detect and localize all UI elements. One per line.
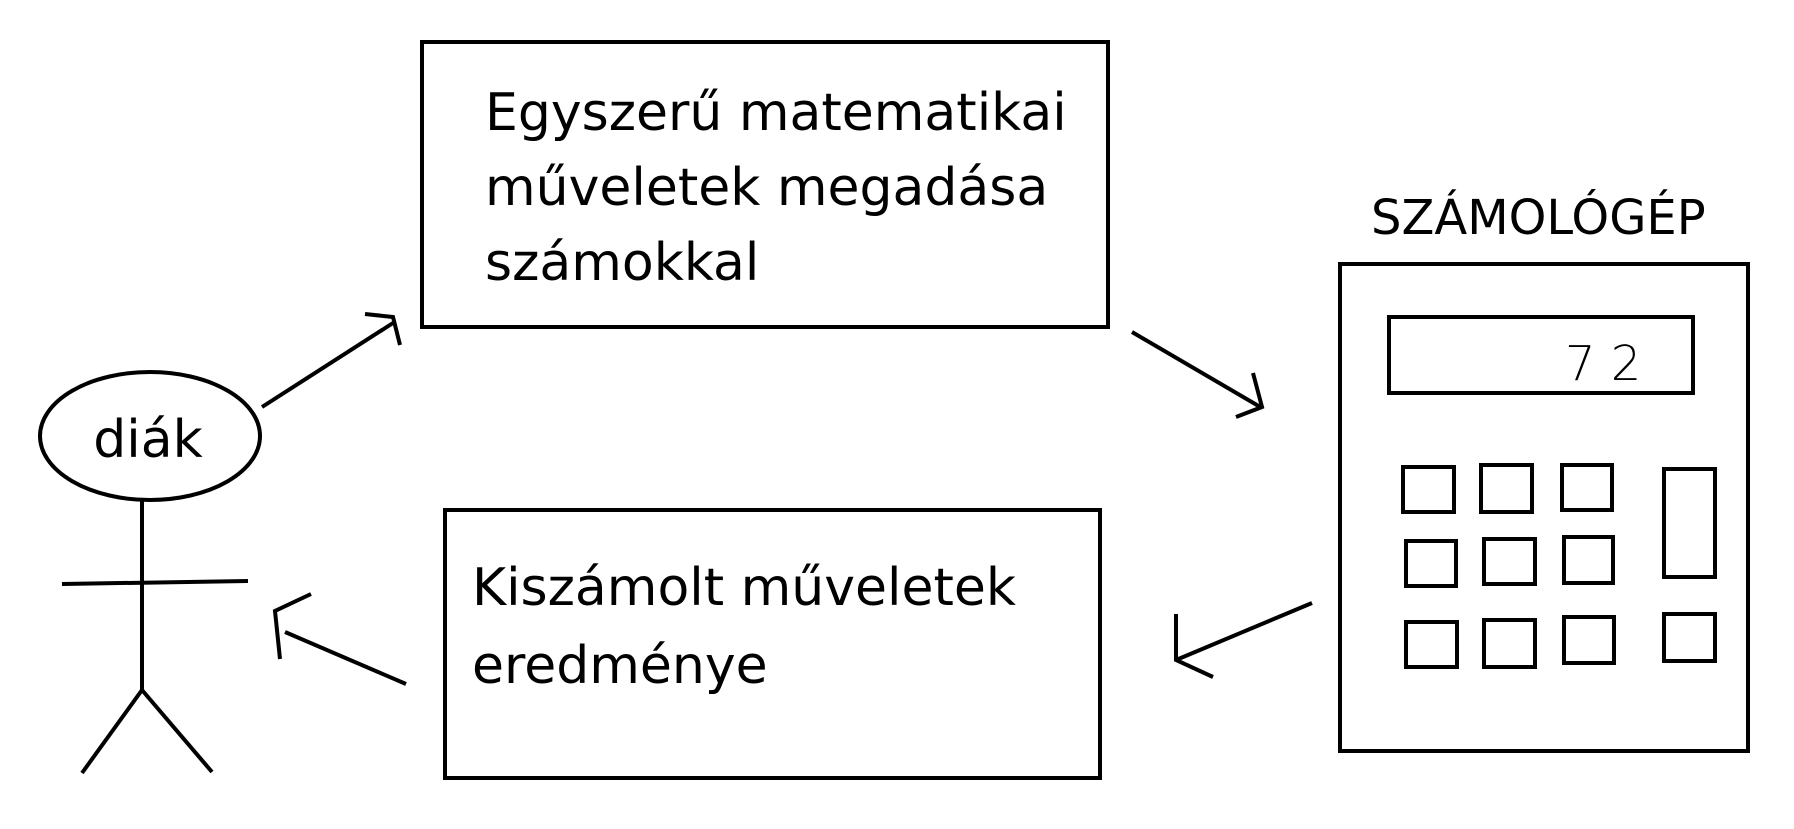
calculator-body <box>1338 262 1750 753</box>
output-box-line-2: eredménye <box>472 636 768 696</box>
calculator-key-tall <box>1662 467 1717 579</box>
calculator-display-value: 7 2 <box>1565 336 1641 392</box>
arrow-calculator-to-output <box>1174 601 1313 679</box>
actor-arms <box>61 579 249 586</box>
calculator <box>1338 262 1750 753</box>
actor-label: diák <box>93 410 202 470</box>
calculator-key <box>1479 463 1534 514</box>
calculator-key <box>1404 620 1459 669</box>
arrow-output-to-actor <box>272 592 407 686</box>
input-box-line-2: műveletek megadása <box>485 158 1048 218</box>
calculator-key <box>1562 615 1616 665</box>
output-box <box>443 508 1102 780</box>
input-box <box>420 40 1110 329</box>
calculator-key <box>1482 537 1537 586</box>
calculator-title: SZÁMOLÓGÉP <box>1371 189 1706 246</box>
actor-left-leg <box>80 688 144 775</box>
arrow-input-to-calculator <box>1130 330 1265 419</box>
calculator-key <box>1482 618 1537 669</box>
actor-head <box>38 370 262 502</box>
actor <box>38 370 262 775</box>
input-box-line-3: számokkal <box>485 233 759 293</box>
calculator-key <box>1662 612 1717 663</box>
calculator-key <box>1560 463 1614 512</box>
output-box-line-1: Kiszámolt műveletek <box>472 558 1016 618</box>
calculator-display <box>1387 315 1695 395</box>
calculator-key <box>1404 539 1458 588</box>
calculator-key <box>1401 465 1456 514</box>
calculator-key <box>1562 535 1615 585</box>
actor-right-leg <box>140 688 214 774</box>
input-box-line-1: Egyszerű matematikai <box>485 83 1067 143</box>
arrow-actor-to-input <box>260 312 402 409</box>
